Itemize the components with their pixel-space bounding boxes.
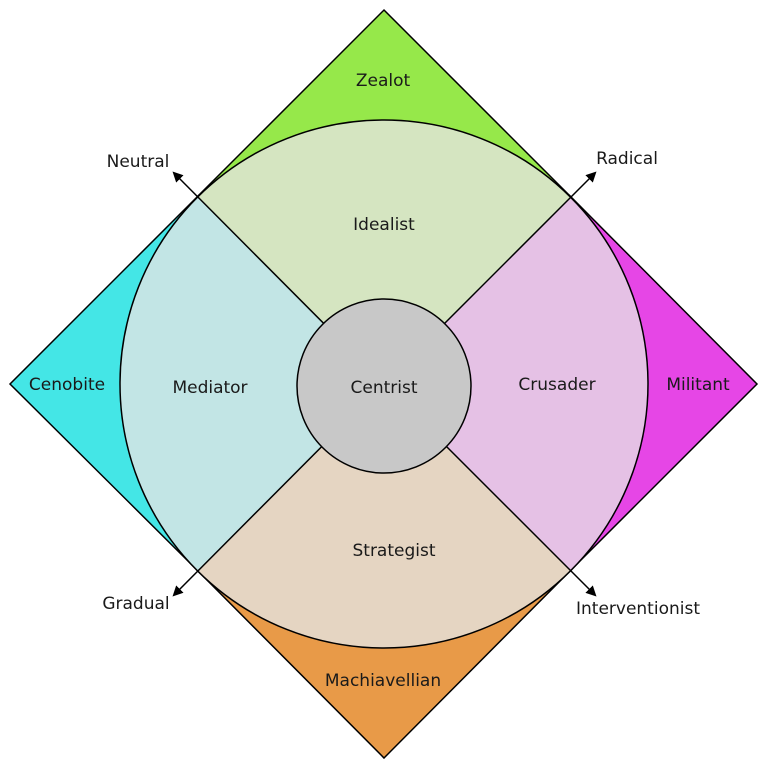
axis-label-gradual: Gradual — [102, 594, 169, 614]
strategist-label: Strategist — [352, 541, 435, 561]
axis-label-radical: Radical — [596, 149, 658, 169]
mediator-label: Mediator — [172, 378, 247, 398]
zealot-label: Zealot — [356, 71, 411, 91]
mediator-region — [120, 120, 384, 648]
crusader-region — [384, 120, 648, 648]
inner-circle-outline — [119, 119, 649, 649]
axis-label-interventionist: Interventionist — [576, 599, 700, 619]
idealist-label: Idealist — [353, 215, 415, 235]
crusader-label: Crusader — [518, 375, 595, 395]
idealist-region — [120, 120, 648, 384]
cenobite-label: Cenobite — [29, 375, 105, 395]
strategist-region — [120, 384, 648, 648]
centrist-label: Centrist — [350, 378, 417, 398]
machiavellian-label: Machiavellian — [325, 671, 441, 691]
centrist-circle — [296, 298, 472, 474]
militant-label: Militant — [666, 375, 730, 395]
axis-label-neutral: Neutral — [107, 152, 170, 172]
